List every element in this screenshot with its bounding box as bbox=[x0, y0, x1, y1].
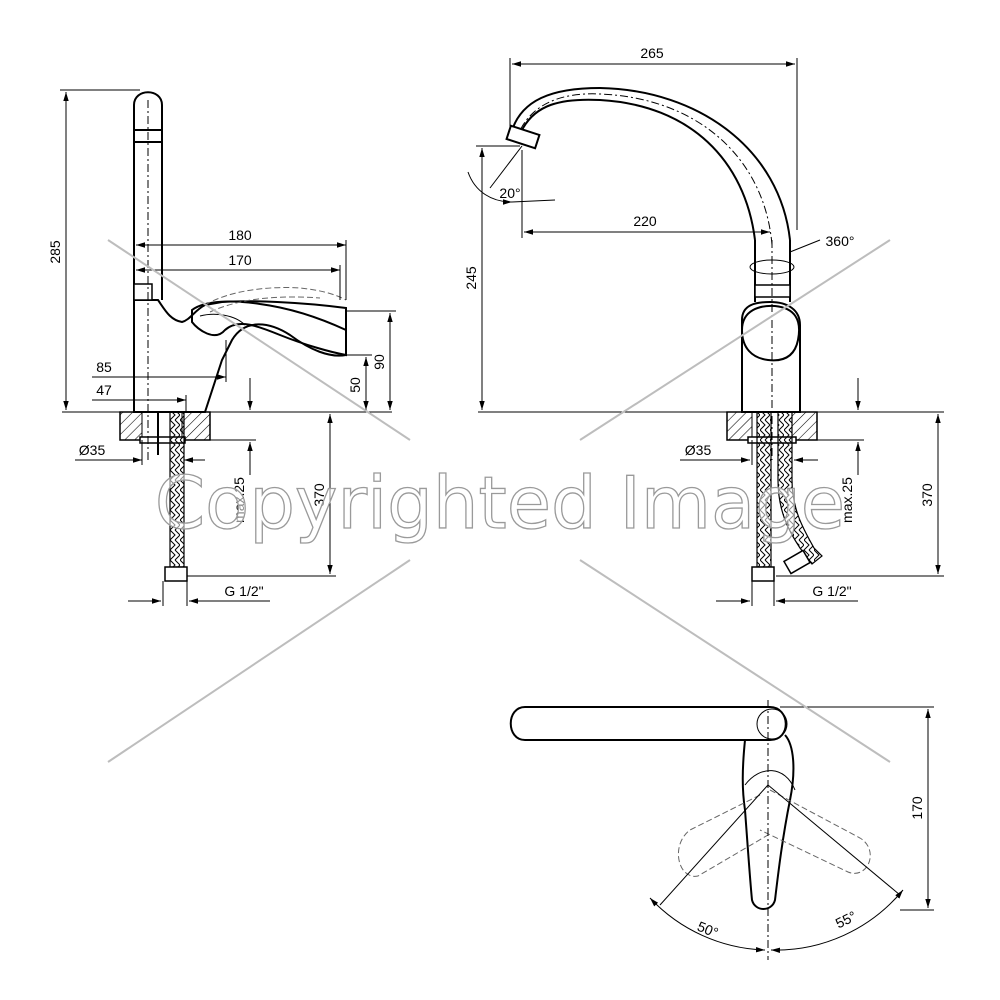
dim-front-d35-label: Ø35 bbox=[685, 442, 712, 458]
side-hose-nut bbox=[164, 566, 188, 582]
top-lever-ghost-left bbox=[677, 794, 769, 877]
dim-d35-label: Ø35 bbox=[79, 442, 106, 458]
dim-47-label: 47 bbox=[96, 382, 112, 398]
dim-220-label: 220 bbox=[633, 213, 657, 229]
dim-20-arc bbox=[467, 171, 513, 205]
front-hose-nut-left bbox=[751, 566, 775, 582]
dim-front-max25-label: max.25 bbox=[839, 477, 855, 523]
side-lever-detail bbox=[199, 313, 246, 326]
dim-370-label: 370 bbox=[311, 483, 327, 507]
dim-front-g12-label: G 1/2" bbox=[812, 583, 851, 599]
front-rotation-leader bbox=[789, 239, 821, 253]
dim-265-label: 265 bbox=[640, 45, 664, 61]
front-faucet-body bbox=[741, 300, 801, 413]
side-spout-column bbox=[133, 91, 163, 300]
watermark-line-1 bbox=[107, 239, 411, 441]
dim-245-label: 245 bbox=[463, 266, 479, 290]
dim-180-label: 180 bbox=[228, 227, 252, 243]
watermark-line-3 bbox=[579, 239, 891, 441]
top-angle-ray-left bbox=[659, 784, 769, 906]
top-angle-ray-right bbox=[767, 784, 901, 896]
dim-20-label: 20° bbox=[499, 185, 520, 201]
side-lever-handle bbox=[191, 300, 347, 357]
dim-max25-label: max.25 bbox=[231, 477, 247, 523]
side-view: 285 180 170 85 47 50 90 Ø35 bbox=[47, 89, 396, 606]
top-view: 50° 55° 170 bbox=[509, 700, 934, 960]
side-faucet-body bbox=[133, 299, 347, 413]
watermark: Copyrighted Image bbox=[107, 239, 891, 763]
dim-85-label: 85 bbox=[96, 359, 112, 375]
dim-50-label: 50 bbox=[347, 377, 363, 393]
top-lever-ghost-right bbox=[759, 789, 871, 874]
side-mount-washer bbox=[139, 436, 186, 444]
side-column-ring bbox=[133, 283, 153, 301]
top-lever-detail bbox=[744, 770, 796, 791]
dim-20-ref bbox=[511, 199, 556, 203]
dim-90-label: 90 bbox=[371, 354, 387, 370]
front-aerator bbox=[505, 124, 541, 150]
front-rotation-label: 360° bbox=[826, 233, 855, 249]
watermark-text: Copyrighted Image bbox=[155, 461, 845, 545]
dim-20-leader bbox=[489, 145, 523, 189]
front-hose-nut-right bbox=[782, 549, 812, 575]
top-column-circle bbox=[756, 708, 788, 740]
watermark-line-4 bbox=[579, 559, 891, 763]
watermark-line-2 bbox=[107, 559, 411, 763]
dim-170-label: 170 bbox=[228, 252, 252, 268]
front-hose-right bbox=[777, 411, 823, 565]
top-dim-170-label: 170 bbox=[909, 796, 925, 820]
dim-285-label: 285 bbox=[47, 240, 63, 264]
top-faucet-body bbox=[741, 734, 795, 910]
side-lever-ghost-2 bbox=[209, 296, 321, 313]
front-view: 360° 265 220 245 20° Ø35 bbox=[463, 45, 944, 606]
top-arc-55 bbox=[770, 889, 904, 953]
top-arc-50 bbox=[649, 897, 766, 953]
dim-g12-label: G 1/2" bbox=[224, 583, 263, 599]
front-lever-handle bbox=[740, 304, 800, 362]
top-angle-right-label: 55° bbox=[833, 908, 859, 932]
top-spout bbox=[509, 706, 787, 741]
top-angle-left-label: 50° bbox=[695, 918, 721, 941]
dim-front-370-label: 370 bbox=[919, 483, 935, 507]
side-lever-ghost bbox=[204, 287, 347, 306]
